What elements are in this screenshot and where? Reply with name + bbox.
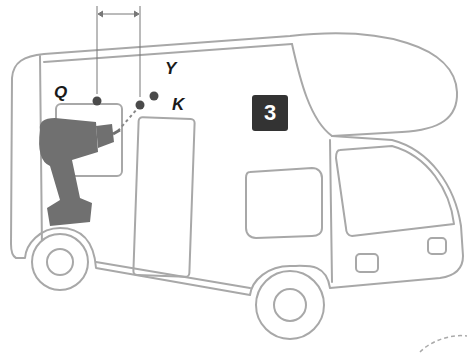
- skirt-line: [96, 262, 250, 288]
- door: [133, 117, 194, 277]
- drill-bit: [113, 130, 120, 134]
- point-q: [93, 97, 102, 106]
- point-label: Q: [54, 84, 67, 101]
- drill-body: [39, 118, 98, 226]
- dashed-arc: [420, 336, 467, 352]
- windshield: [336, 146, 454, 236]
- point-k: [136, 101, 145, 110]
- callout-box: 3: [252, 95, 288, 131]
- callout-number: 3: [264, 100, 276, 126]
- drill-chuck: [96, 124, 114, 148]
- drill-bit-dash: [118, 109, 137, 131]
- drill: [39, 109, 137, 226]
- headlight: [356, 254, 378, 272]
- vehicle-body: [11, 33, 463, 295]
- cab-window: [246, 168, 322, 238]
- point-label: Y: [165, 60, 176, 77]
- headlight: [428, 238, 446, 254]
- cab-door-line: [330, 140, 332, 282]
- rear-wheel: [32, 234, 88, 290]
- dimension-bracket: [97, 6, 140, 97]
- front-hub: [274, 289, 306, 321]
- front-wheel: [256, 271, 324, 339]
- luton-line: [292, 44, 332, 136]
- rear-hub: [47, 249, 73, 275]
- points: [93, 92, 159, 110]
- point-label: K: [172, 96, 184, 113]
- point-y: [150, 92, 159, 101]
